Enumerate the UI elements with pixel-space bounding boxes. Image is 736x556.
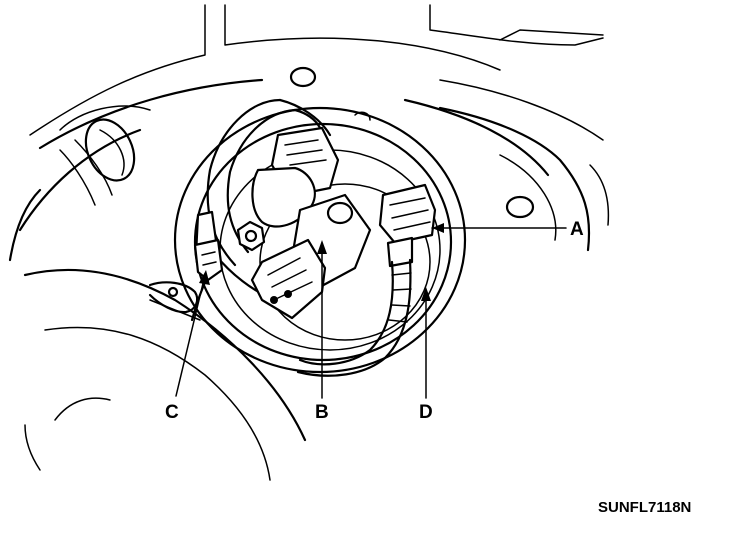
label-b: B [315,402,329,423]
figure-code: SUNFL7118N [598,499,691,516]
ground-bolt [236,220,266,252]
callout-b [317,240,327,399]
connector-c [190,210,224,322]
connector-a [378,183,437,268]
connector-b [250,193,372,320]
label-d: D [419,402,433,423]
callout-d [421,287,431,399]
body-opening [8,188,307,481]
label-a: A [570,219,584,240]
label-c: C [165,402,179,423]
body-panel [18,4,610,252]
callout-c [175,270,210,397]
callout-a [431,223,567,233]
